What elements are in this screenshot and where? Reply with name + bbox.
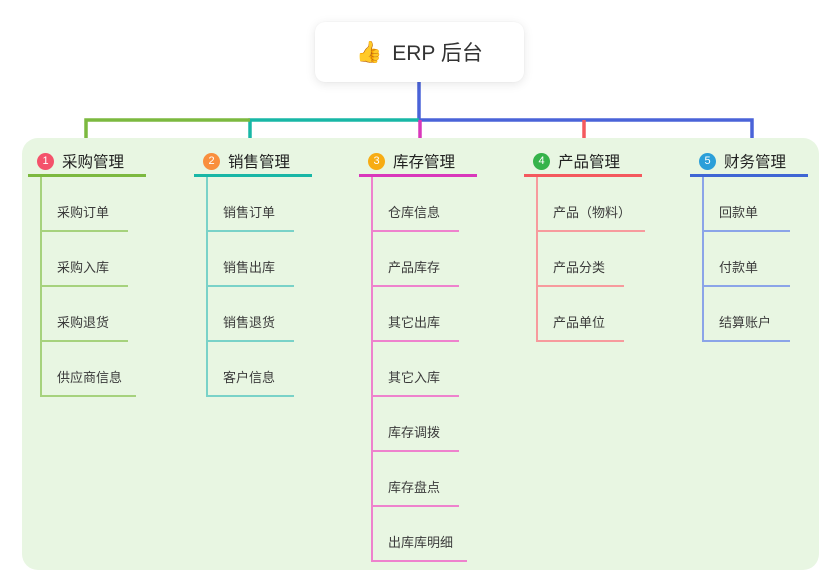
child-node-label: 回款单 (719, 205, 759, 220)
child-node[interactable]: 产品库存 (371, 232, 459, 287)
child-node[interactable]: 采购退货 (40, 287, 128, 342)
child-node-label: 付款单 (719, 260, 759, 275)
branch-children-4: 产品（物料） 产品分类产品单位 (536, 177, 646, 342)
root-node[interactable]: 👍 ERP 后台 (315, 22, 524, 82)
child-node[interactable]: 产品分类 (536, 232, 624, 287)
branch-number-badge: 1 (37, 152, 54, 170)
branch-header-3[interactable]: 3 库存管理 (359, 148, 477, 177)
child-node[interactable]: 其它出库 (371, 287, 459, 342)
branch-header-5[interactable]: 5 财务管理 (690, 148, 808, 177)
branches-panel (22, 138, 819, 570)
branch-children-5: 回款单付款单结算账户 (702, 177, 790, 342)
child-node[interactable]: 库存调拨 (371, 397, 459, 452)
child-node-label: 仓库信息 (388, 205, 441, 220)
child-node-label: 供应商信息 (57, 370, 123, 385)
child-node[interactable]: 销售退货 (206, 287, 294, 342)
thumbs-up-icon: 👍 (356, 40, 383, 64)
branch-number-badge: 4 (533, 152, 550, 170)
branch-child-connector (702, 177, 704, 342)
child-node-label: 销售出库 (223, 260, 276, 275)
branch-children-3: 仓库信息产品库存其它出库其它入库库存调拨库存盘点出库库明细 (371, 177, 468, 562)
child-node-label: 其它入库 (388, 370, 441, 385)
child-node-label: 销售订单 (223, 205, 276, 220)
branch-number-badge: 3 (368, 152, 385, 170)
branch-title: 采购管理 (62, 154, 125, 171)
branch-header-1[interactable]: 1 采购管理 (28, 148, 146, 177)
child-node-label: 其它出库 (388, 315, 441, 330)
branch-title: 财务管理 (724, 154, 787, 171)
child-node[interactable]: 客户信息 (206, 342, 294, 397)
connector-root-right (417, 82, 754, 146)
branch-title: 销售管理 (228, 154, 291, 171)
child-node-label: 产品（物料） (553, 205, 632, 220)
child-node[interactable]: 回款单 (702, 177, 790, 232)
child-node[interactable]: 销售订单 (206, 177, 294, 232)
child-node-label: 采购入库 (57, 260, 110, 275)
child-node-label: 采购订单 (57, 205, 110, 220)
child-node-label: 库存盘点 (388, 480, 441, 495)
child-node[interactable]: 其它入库 (371, 342, 459, 397)
child-node[interactable]: 库存盘点 (371, 452, 459, 507)
branch-children-1: 采购订单采购入库采购退货供应商信息 (40, 177, 137, 397)
child-node[interactable]: 仓库信息 (371, 177, 459, 232)
branch-child-connector (536, 177, 538, 342)
root-label: ERP 后台 (392, 42, 483, 65)
branch-header-4[interactable]: 4 产品管理 (524, 148, 642, 177)
branch-header-2[interactable]: 2 销售管理 (194, 148, 312, 177)
child-node[interactable]: 结算账户 (702, 287, 790, 342)
child-node[interactable]: 产品单位 (536, 287, 624, 342)
branch-child-connector (206, 177, 208, 397)
branch-number-badge: 5 (699, 152, 716, 170)
child-node[interactable]: 供应商信息 (40, 342, 137, 397)
child-node-label: 销售退货 (223, 315, 276, 330)
child-node[interactable]: 付款单 (702, 232, 790, 287)
child-node[interactable]: 出库库明细 (371, 507, 468, 562)
branch-number-badge: 2 (203, 152, 220, 170)
child-node-label: 出库库明细 (388, 535, 454, 550)
child-node[interactable]: 采购入库 (40, 232, 128, 287)
child-node-label: 产品分类 (553, 260, 606, 275)
child-node-label: 结算账户 (719, 315, 772, 330)
child-node-label: 库存调拨 (388, 425, 441, 440)
branch-child-connector (40, 177, 42, 397)
child-node[interactable]: 销售出库 (206, 232, 294, 287)
child-node-label: 产品库存 (388, 260, 441, 275)
branch-title: 库存管理 (393, 154, 456, 171)
child-node-label: 采购退货 (57, 315, 110, 330)
branch-children-2: 销售订单销售出库销售退货客户信息 (206, 177, 294, 397)
child-node[interactable]: 采购订单 (40, 177, 128, 232)
branch-title: 产品管理 (558, 154, 621, 171)
child-node-label: 客户信息 (223, 370, 276, 385)
child-node-label: 产品单位 (553, 315, 606, 330)
child-node[interactable]: 产品（物料） (536, 177, 646, 232)
branch-child-connector (371, 177, 373, 562)
